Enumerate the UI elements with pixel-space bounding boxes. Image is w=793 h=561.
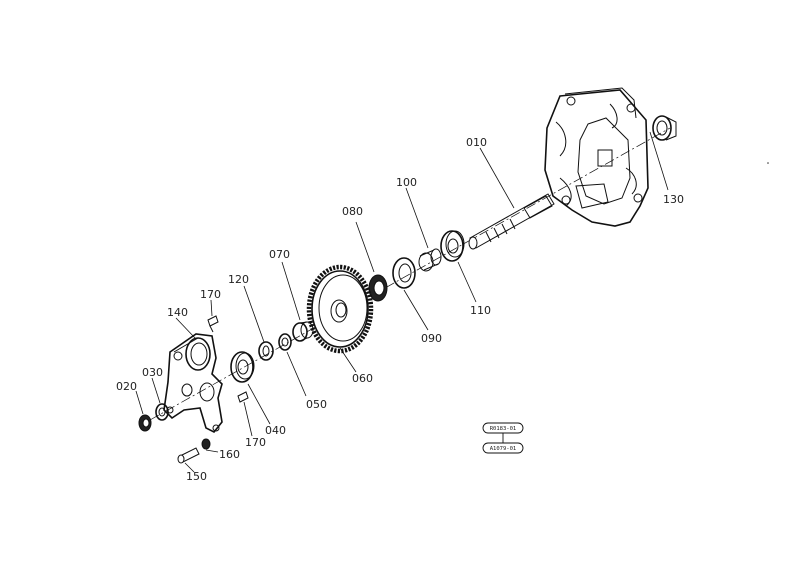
label-100: 100: [396, 176, 417, 189]
part-010-shaft: [468, 193, 555, 250]
label-070: 070: [269, 248, 290, 261]
label-130: 130: [663, 193, 684, 206]
part-080-small-gear: [368, 274, 388, 302]
label-010: 010: [466, 136, 487, 149]
part-090-ring: [392, 257, 416, 289]
label-140: 140: [167, 306, 188, 319]
reference-stamp: R0183-01 A1079-01: [482, 422, 524, 454]
part-170-pin-lower: [237, 391, 249, 403]
label-050: 050: [306, 398, 327, 411]
stray-dot: [767, 162, 769, 164]
part-170-pin-upper: [207, 315, 219, 333]
part-020-small-gear: [138, 414, 152, 432]
part-060-large-gear: [306, 264, 374, 354]
label-060: 060: [352, 372, 373, 385]
part-110-bearing: [440, 230, 465, 262]
label-030: 030: [142, 366, 163, 379]
label-170-upper: 170: [200, 288, 221, 301]
label-170-lower: 170: [245, 436, 266, 449]
label-020: 020: [116, 380, 137, 393]
label-120: 120: [228, 273, 249, 286]
label-080: 080: [342, 205, 363, 218]
part-130-oil-seal: [652, 115, 677, 141]
part-040-bearing: [230, 351, 255, 383]
stamp-top-code: R0183-01: [490, 426, 517, 432]
part-100-collar: [418, 248, 442, 272]
part-120-washer: [258, 341, 274, 361]
label-040: 040: [265, 424, 286, 437]
label-160: 160: [219, 448, 240, 461]
part-transmission-case: [544, 87, 649, 227]
label-150: 150: [186, 470, 207, 483]
part-050-washer: [278, 333, 292, 351]
part-160-washer: [201, 438, 211, 450]
part-140-cover-plate: [163, 333, 223, 434]
leader-lines: [135, 131, 669, 473]
part-070-spacer: [292, 321, 314, 342]
part-number-labels: 010 130 100 080 110 090 070 060 120 050 …: [116, 136, 684, 483]
label-090: 090: [421, 332, 442, 345]
part-030-washer: [155, 403, 169, 421]
label-110: 110: [470, 304, 491, 317]
stamp-bottom-code: A1079-01: [490, 446, 517, 452]
part-150-bolt: [177, 447, 200, 464]
